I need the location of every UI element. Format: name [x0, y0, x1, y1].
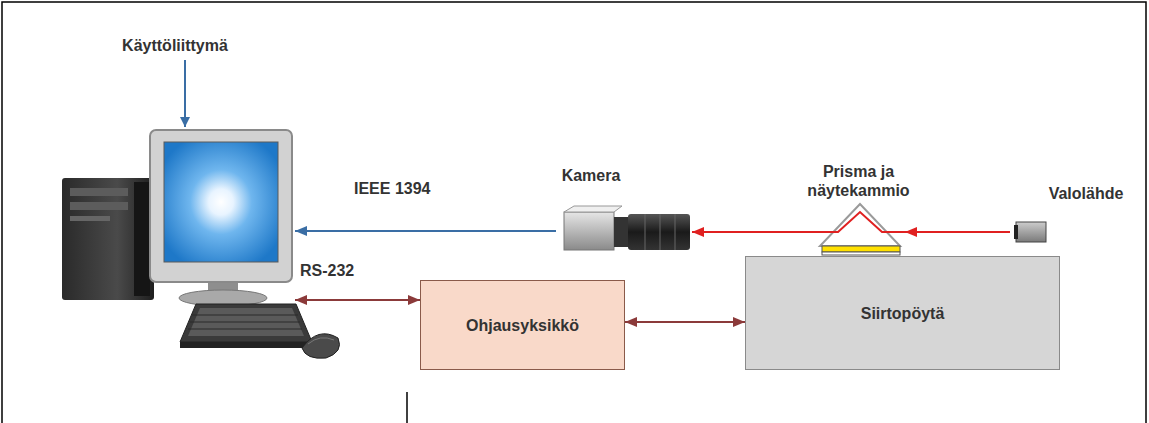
light-path	[692, 231, 812, 233]
monitor	[150, 130, 292, 306]
pointer-arrow	[184, 60, 186, 127]
computer-tower	[62, 178, 154, 300]
node-label: Kamera	[556, 166, 626, 185]
node-label: Siirtopöytä	[861, 304, 945, 323]
link-label: IEEE 1394	[352, 180, 433, 198]
firewire-link	[295, 230, 556, 232]
prism-node: Prisma ja näytekammio	[812, 158, 905, 254]
camera-node: Kamera	[556, 160, 692, 254]
node-label: Prisma ja näytekammio	[802, 162, 915, 200]
node-label: Valolähde	[1044, 184, 1128, 203]
mouse	[302, 334, 340, 359]
prism	[812, 204, 905, 255]
light-source	[1014, 222, 1046, 242]
camera	[564, 206, 690, 250]
light-source-node: Valolähde	[1010, 178, 1128, 250]
serial-link	[295, 299, 420, 301]
frame-edge	[406, 392, 408, 423]
keyboard	[180, 304, 312, 348]
control-unit-box: Ohjausyksikkö	[420, 280, 625, 370]
node-label: Ohjausyksikkö	[466, 316, 579, 335]
stage-box: Siirtopöytä	[745, 256, 1060, 370]
link-label: RS-232	[298, 262, 356, 280]
node-label: Käyttöliittymä	[55, 36, 295, 55]
computer-node: Käyttöliittymä	[55, 32, 295, 350]
light-path	[905, 231, 1010, 233]
control-link	[625, 321, 745, 323]
